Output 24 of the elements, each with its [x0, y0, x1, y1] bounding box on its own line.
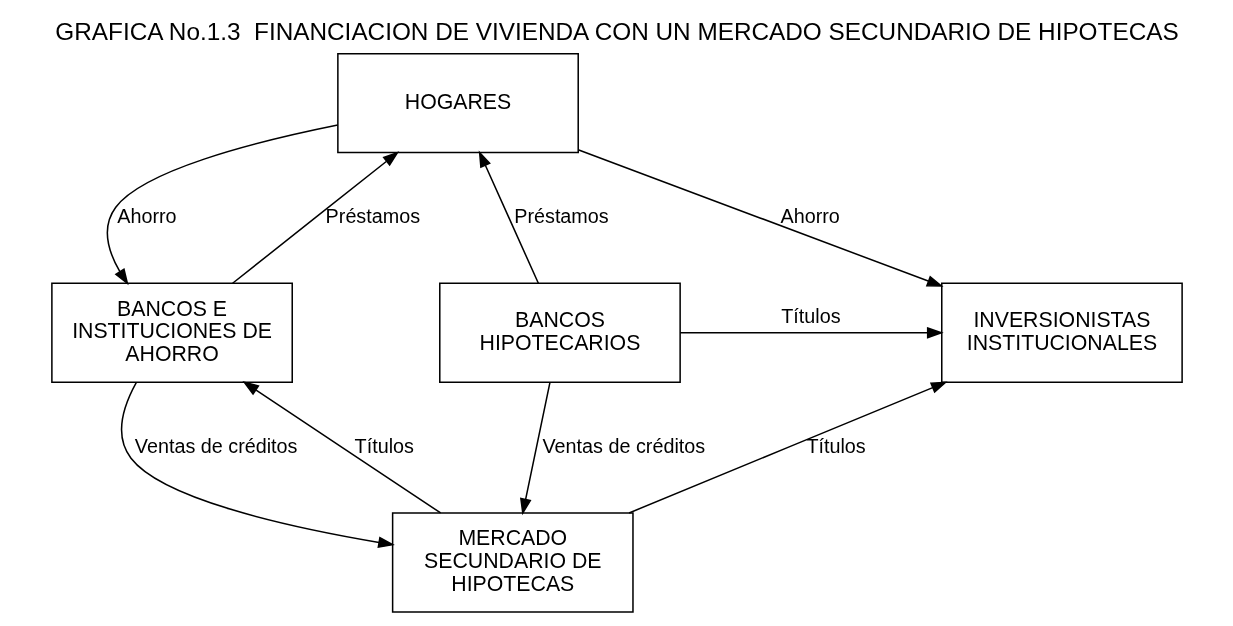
- diagram-title: GRAFICA No.1.3 FINANCIACION DE VIVIENDA CON UN MERCADO SECUNDARIO DE HIPOTECAS: [54, 17, 1179, 45]
- edge-label: Títulos: [354, 434, 414, 457]
- node-box: HOGARES: [336, 52, 579, 154]
- node-box: BANCOS HIPOTECARIOS: [438, 282, 681, 383]
- arrow: [120, 381, 395, 549]
- arrow: [106, 124, 338, 286]
- edge-label: Préstamos: [513, 205, 609, 228]
- edge-label: Ventas de créditos: [542, 434, 705, 457]
- node-box: INVERSIONISTAS INSTITUCIONALES: [940, 282, 1183, 383]
- node-box: MERCADO SECUNDARIO DE HIPOTECAS: [391, 512, 634, 613]
- edge-label: Títulos: [805, 434, 866, 457]
- arrow: [627, 381, 948, 514]
- arrow: [577, 149, 944, 287]
- edge-label: Títulos: [780, 304, 841, 327]
- edge-label: Préstamos: [325, 205, 420, 228]
- arrow: [519, 381, 551, 516]
- edge-label: Ahorro: [116, 205, 177, 228]
- edge-label: Ventas de créditos: [134, 434, 297, 457]
- edge-label: Ahorro: [780, 205, 840, 228]
- arrow: [678, 326, 944, 339]
- node-box: BANCOS E INSTITUCIONES DE AHORRO: [50, 282, 293, 383]
- arrow: [241, 381, 441, 514]
- arrow: [478, 150, 539, 284]
- arrow: [231, 151, 399, 284]
